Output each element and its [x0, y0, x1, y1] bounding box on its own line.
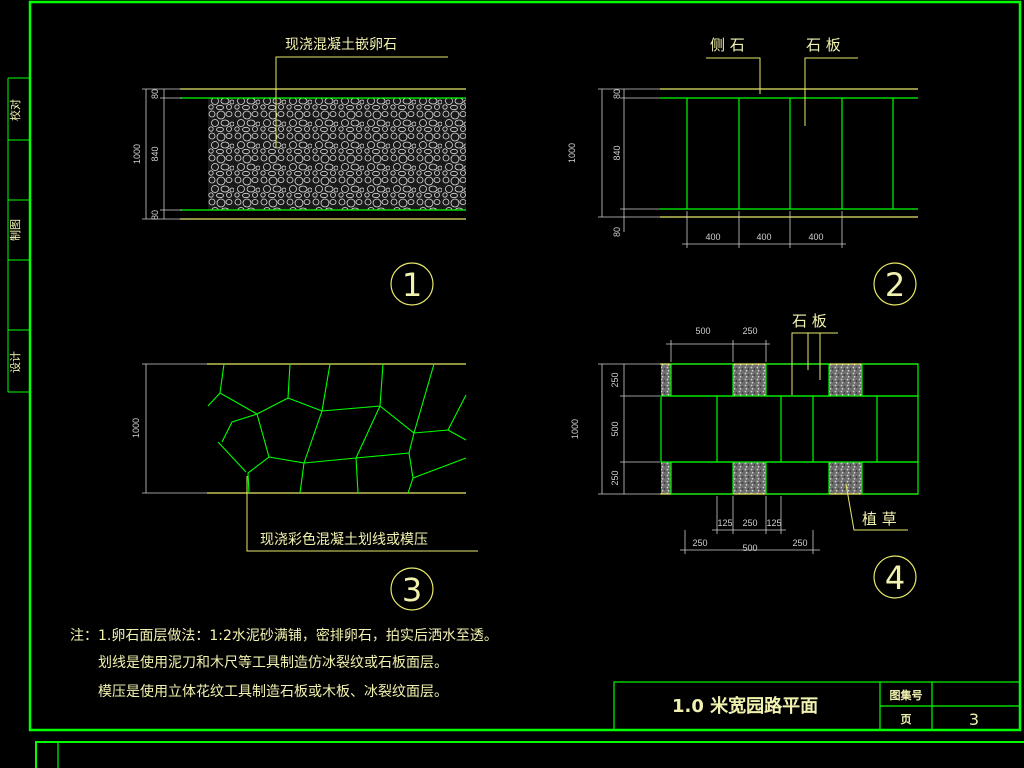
- detail-number: 2: [885, 266, 905, 304]
- callout-slab: 石 板: [806, 36, 841, 54]
- callout-leader-slab: [804, 57, 858, 126]
- detail-1-pebble-path: 1000 80 840 80 现浇混凝土嵌卵石 1: [132, 37, 466, 306]
- page-number: 3: [969, 710, 979, 729]
- sidebar-label-design: 设计: [9, 351, 22, 373]
- dim-label: 840: [612, 145, 622, 160]
- crack-lines: [207, 363, 467, 494]
- note-line-3: 模压是使用立体花纹工具制造石板或木板、冰裂纹面层。: [98, 683, 448, 700]
- callout-colored-concrete: 现浇彩色混凝土划线或模压: [260, 531, 428, 548]
- dim-label: 500: [742, 543, 757, 553]
- callout-leader-curb: [706, 57, 761, 94]
- dim-label: 250: [692, 538, 707, 548]
- drawing-frame: [7, 0, 1024, 768]
- dimension-lines-3: [142, 363, 207, 494]
- dim-label: 1000: [567, 143, 577, 163]
- dim-label: 80: [150, 210, 160, 220]
- dim-label: 250: [792, 538, 807, 548]
- note-line-2: 划线是使用泥刀和木尺等工具制造仿冰裂纹或石板面层。: [98, 654, 448, 671]
- dim-label: 250: [742, 326, 757, 336]
- title-block: 1.0 米宽园路平面 图集号 页 3: [613, 681, 1021, 731]
- callout-slab: 石 板: [792, 312, 827, 330]
- detail-number-circle: [873, 555, 917, 599]
- callout-leader: [246, 476, 478, 552]
- dim-label: 250: [742, 518, 757, 528]
- dim-label: 500: [610, 421, 620, 436]
- grass-fills: [661, 364, 862, 494]
- dim-label: 80: [612, 227, 622, 237]
- dim-label: 125: [717, 518, 732, 528]
- dimension-lines-2: [598, 88, 846, 248]
- pebble-fill: [208, 98, 466, 210]
- drawing-title: 1.0 米宽园路平面: [672, 695, 818, 717]
- sidebar-label-draw: 制图: [9, 219, 22, 241]
- dimension-lines-4: [598, 340, 820, 554]
- dimension-lines-1: [142, 88, 182, 220]
- page-label: 页: [901, 713, 912, 726]
- note-line-1: 注：1.卵石面层做法：1:2水泥砂满铺，密排卵石，拍实后洒水至透。: [70, 627, 498, 644]
- dim-label: 1000: [131, 418, 141, 438]
- dim-label: 80: [612, 89, 622, 99]
- dim-label: 250: [610, 470, 620, 485]
- detail-3-cracked-concrete-path: 1000 现浇彩色混凝土划线或模压 3: [131, 363, 478, 611]
- dim-label: 250: [610, 372, 620, 387]
- callout-leader-slab: [791, 332, 838, 395]
- slab-outlines: [660, 363, 919, 495]
- dim-label: 1000: [132, 144, 142, 164]
- detail-4-slab-grass-path: 500 250 1000 250 500 250 125 250 125 250…: [570, 312, 919, 599]
- callout-grass: 植 草: [862, 510, 897, 528]
- detail-number-circle: [390, 567, 434, 611]
- dim-label: 1000: [570, 419, 580, 439]
- detail-number-circle: [390, 262, 434, 306]
- notes-block: 注：1.卵石面层做法：1:2水泥砂满铺，密排卵石，拍实后洒水至透。 划线是使用泥…: [70, 627, 498, 700]
- dim-label: 400: [705, 232, 720, 242]
- callout-curb: 侧 石: [710, 36, 745, 54]
- callout-pebble-concrete: 现浇混凝土嵌卵石: [285, 37, 397, 53]
- slab-joints: [686, 98, 894, 209]
- dim-label: 80: [150, 89, 160, 99]
- dim-label: 500: [695, 326, 710, 336]
- dim-label: 125: [766, 518, 781, 528]
- detail-number-circle: [873, 262, 917, 306]
- callout-leader: [275, 56, 448, 148]
- detail-2-stone-slab-path: 1000 80 840 80 400 400 400 侧 石 石 板 2: [567, 36, 918, 306]
- dim-label: 400: [756, 232, 771, 242]
- detail-number: 3: [402, 571, 422, 609]
- callout-leader-grass: [845, 483, 908, 531]
- detail-number: 4: [885, 559, 905, 597]
- dim-label: 400: [808, 232, 823, 242]
- atlas-number-label: 图集号: [890, 688, 923, 702]
- detail-number: 1: [402, 266, 422, 304]
- dim-label: 840: [150, 146, 160, 161]
- sidebar-label-check: 校对: [8, 99, 22, 121]
